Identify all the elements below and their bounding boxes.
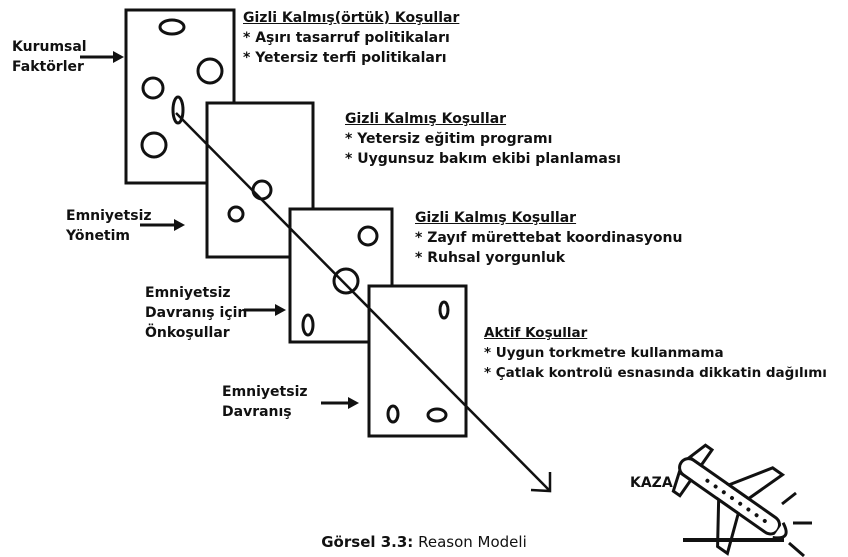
layer-3-bullet-2: * Ruhsal yorgunluk — [415, 250, 566, 266]
layer-2-bullet-2: * Uygunsuz bakım ekibi planlaması — [345, 151, 621, 167]
layer-1-conditions: Gizli Kalmış(örtük) Koşullar * Aşırı tas… — [243, 8, 459, 68]
layer-1-slice — [124, 8, 236, 185]
layer-2-heading: Gizli Kalmış Koşullar — [345, 111, 507, 127]
side-label-1: Kurumsal Faktörler — [12, 37, 87, 77]
layer-4-slice — [367, 284, 468, 438]
outcome-label: KAZA — [630, 475, 673, 491]
side-label-4: Emniyetsiz Davranış — [222, 382, 308, 422]
side-label-3-line-1: Emniyetsiz — [145, 285, 231, 301]
side-arrow-4 — [321, 397, 359, 409]
side-arrow-2 — [140, 219, 185, 231]
side-label-4-line-1: Emniyetsiz — [222, 384, 308, 400]
side-label-2-line-2: Yönetim — [66, 228, 131, 244]
side-label-3-line-3: Önkoşullar — [145, 325, 230, 341]
layer-1-bullet-1: * Aşırı tasarruf politikaları — [243, 30, 450, 46]
side-label-2-line-1: Emniyetsiz — [66, 208, 152, 224]
layer-2-conditions: Gizli Kalmış Koşullar * Yetersiz eğitim … — [345, 109, 621, 169]
figure-caption: Görsel 3.3: Reason Modeli — [0, 533, 848, 551]
side-label-2: Emniyetsiz Yönetim — [66, 206, 152, 246]
airplane-crash-icon — [671, 443, 788, 556]
layer-4-bullet-2: * Çatlak kontrolü esnasında dikkatin dağ… — [484, 365, 827, 381]
layer-1-heading: Gizli Kalmış(örtük) Koşullar — [243, 10, 460, 26]
side-label-3-line-2: Davranış için — [145, 305, 248, 321]
layer-1-bullet-2: * Yetersiz terfi politikaları — [243, 50, 447, 66]
layer-4-heading: Aktif Koşullar — [484, 325, 588, 341]
impact-marks — [683, 491, 812, 557]
layer-4-conditions: Aktif Koşullar * Uygun torkmetre kullanm… — [484, 323, 827, 383]
side-arrow-1 — [80, 51, 124, 63]
side-label-4-line-2: Davranış — [222, 404, 292, 420]
trajectory-arrow — [175, 112, 552, 493]
side-label-1-line-1: Kurumsal — [12, 39, 87, 55]
layer-4-bullet-1: * Uygun torkmetre kullanmama — [484, 345, 724, 361]
layer-3-conditions: Gizli Kalmış Koşullar * Zayıf mürettebat… — [415, 208, 682, 268]
side-arrow-3 — [244, 304, 286, 316]
figure-number: Görsel 3.3: — [321, 533, 414, 551]
side-label-3: Emniyetsiz Davranış için Önkoşullar — [145, 283, 247, 343]
layer-3-bullet-1: * Zayıf mürettebat koordinasyonu — [415, 230, 683, 246]
layer-2-bullet-1: * Yetersiz eğitim programı — [345, 131, 553, 147]
figure-title: Reason Modeli — [418, 533, 527, 551]
side-label-1-line-2: Faktörler — [12, 59, 84, 75]
layer-3-heading: Gizli Kalmış Koşullar — [415, 210, 577, 226]
